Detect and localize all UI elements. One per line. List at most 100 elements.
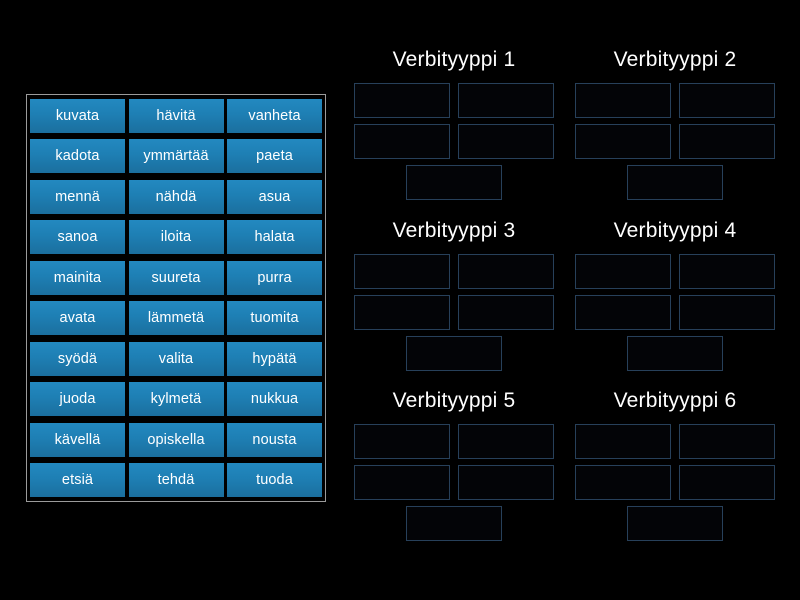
word-tile[interactable]: hypätä — [227, 341, 322, 376]
word-row: syödä valita hypätä — [30, 341, 322, 376]
slot-row — [354, 424, 554, 459]
word-tile[interactable]: nähdä — [128, 179, 224, 214]
word-tile[interactable]: etsiä — [30, 462, 125, 497]
drop-slot[interactable] — [354, 254, 450, 289]
drop-slot[interactable] — [575, 424, 671, 459]
slot-row — [575, 336, 775, 371]
slot-row — [354, 465, 554, 500]
drop-slot[interactable] — [458, 254, 554, 289]
word-tile[interactable]: ymmärtää — [128, 139, 224, 174]
group-title: Verbityyppi 6 — [613, 389, 737, 412]
word-tile[interactable]: purra — [227, 260, 322, 295]
drop-group-verbityyppi-4: Verbityyppi 4 — [575, 219, 775, 377]
word-tile[interactable]: nukkua — [227, 382, 322, 417]
slot-row — [575, 424, 775, 459]
word-row: avata lämmetä tuomita — [30, 301, 322, 336]
word-tile[interactable]: avata — [30, 301, 125, 336]
word-tile[interactable]: suureta — [128, 260, 224, 295]
drop-slot[interactable] — [458, 424, 554, 459]
slot-row — [354, 254, 554, 289]
word-row: kävellä opiskella nousta — [30, 422, 322, 457]
word-tile[interactable]: kadota — [30, 139, 125, 174]
word-tile[interactable]: kylmetä — [128, 382, 224, 417]
word-row: etsiä tehdä tuoda — [30, 462, 322, 497]
slot-row — [575, 254, 775, 289]
word-tile[interactable]: vanheta — [227, 99, 322, 133]
slot-row — [575, 506, 775, 541]
word-tile[interactable]: tehdä — [128, 462, 224, 497]
slot-row — [575, 83, 775, 118]
group-title: Verbityyppi 3 — [392, 219, 516, 242]
word-tile[interactable]: mainita — [30, 260, 125, 295]
word-tile[interactable]: sanoa — [30, 220, 125, 255]
drop-group-verbityyppi-1: Verbityyppi 1 — [354, 48, 554, 206]
drop-slot[interactable] — [679, 254, 775, 289]
word-row: kuvata hävitä vanheta — [30, 99, 322, 133]
word-tile[interactable]: kävellä — [30, 422, 125, 457]
slot-row — [575, 295, 775, 330]
word-tile[interactable]: tuomita — [227, 301, 322, 336]
drop-slot[interactable] — [458, 83, 554, 118]
word-tile[interactable]: iloita — [128, 220, 224, 255]
word-tile[interactable]: tuoda — [227, 462, 322, 497]
drop-slot[interactable] — [627, 165, 723, 200]
drop-slot[interactable] — [679, 424, 775, 459]
drop-slot[interactable] — [679, 465, 775, 500]
slot-row — [354, 295, 554, 330]
word-row: kadota ymmärtää paeta — [30, 139, 322, 174]
drop-slot[interactable] — [458, 465, 554, 500]
drop-slot[interactable] — [458, 295, 554, 330]
drop-slot[interactable] — [575, 295, 671, 330]
slot-row — [354, 506, 554, 541]
drop-slot[interactable] — [679, 124, 775, 159]
slot-row — [575, 165, 775, 200]
word-bank: kuvata hävitä vanheta kadota ymmärtää pa… — [26, 94, 326, 502]
drop-slot[interactable] — [458, 124, 554, 159]
slot-row — [354, 83, 554, 118]
group-title: Verbityyppi 1 — [392, 48, 516, 71]
drop-slot[interactable] — [354, 83, 450, 118]
word-tile[interactable]: paeta — [227, 139, 322, 174]
drop-slot[interactable] — [406, 165, 502, 200]
word-row: mennä nähdä asua — [30, 179, 322, 214]
word-tile[interactable]: syödä — [30, 341, 125, 376]
group-title: Verbityyppi 4 — [613, 219, 737, 242]
drop-slot[interactable] — [354, 465, 450, 500]
drop-slot[interactable] — [679, 83, 775, 118]
drop-slot[interactable] — [406, 506, 502, 541]
word-tile[interactable]: mennä — [30, 179, 125, 214]
drop-slot[interactable] — [575, 465, 671, 500]
drop-slot[interactable] — [354, 295, 450, 330]
drop-slot[interactable] — [354, 124, 450, 159]
slot-row — [354, 124, 554, 159]
drop-slot[interactable] — [627, 506, 723, 541]
word-tile[interactable]: halata — [227, 220, 322, 255]
word-tile[interactable]: asua — [227, 179, 322, 214]
word-tile[interactable]: valita — [128, 341, 224, 376]
slot-row — [575, 465, 775, 500]
word-row: juoda kylmetä nukkua — [30, 382, 322, 417]
drop-slot[interactable] — [406, 336, 502, 371]
slot-row — [354, 165, 554, 200]
word-tile[interactable]: juoda — [30, 382, 125, 417]
drop-slot[interactable] — [575, 124, 671, 159]
word-row: mainita suureta purra — [30, 260, 322, 295]
word-tile[interactable]: opiskella — [128, 422, 224, 457]
word-tile[interactable]: hävitä — [128, 99, 224, 133]
drop-slot[interactable] — [575, 83, 671, 118]
slot-row — [575, 124, 775, 159]
word-tile[interactable]: kuvata — [30, 99, 125, 133]
drop-group-verbityyppi-6: Verbityyppi 6 — [575, 389, 775, 547]
word-tile[interactable]: lämmetä — [128, 301, 224, 336]
drop-group-verbityyppi-5: Verbityyppi 5 — [354, 389, 554, 547]
drop-slot[interactable] — [627, 336, 723, 371]
drop-slot[interactable] — [354, 424, 450, 459]
drop-slot[interactable] — [575, 254, 671, 289]
drop-slot[interactable] — [679, 295, 775, 330]
word-row: sanoa iloita halata — [30, 220, 322, 255]
group-title: Verbityyppi 2 — [613, 48, 737, 71]
drop-group-verbityyppi-3: Verbityyppi 3 — [354, 219, 554, 377]
word-tile[interactable]: nousta — [227, 422, 322, 457]
drop-group-verbityyppi-2: Verbityyppi 2 — [575, 48, 775, 206]
slot-row — [354, 336, 554, 371]
